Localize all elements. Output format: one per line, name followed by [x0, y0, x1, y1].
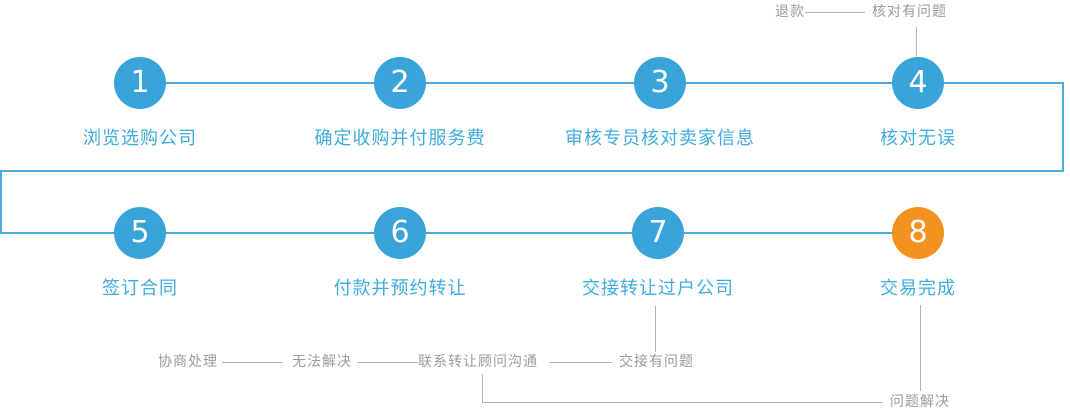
- connector-right-down-line: [1062, 82, 1064, 171]
- step-5: 5 签订合同: [10, 207, 270, 299]
- solved-bottom-line: [482, 402, 883, 403]
- negotiate-unsolvable-line: [222, 362, 283, 363]
- step-1-label: 浏览选购公司: [83, 128, 197, 149]
- step-2-circle: 2: [374, 57, 426, 109]
- contact-advisor-label: 联系转让顾问沟通: [418, 354, 538, 370]
- step8-to-problem-solved-line: [920, 305, 921, 391]
- step-2-label: 确定收购并付服务费: [314, 128, 486, 149]
- connector-row1-line: [140, 82, 1064, 84]
- connector-wrap-line: [0, 170, 1064, 172]
- step-7-label: 交接转让过户公司: [582, 278, 734, 299]
- refund-label: 退款: [775, 4, 805, 20]
- step-2: 2 确定收购并付服务费: [270, 57, 530, 149]
- step-7: 7 交接转让过户公司: [528, 207, 788, 299]
- unsolvable-contact-line: [357, 362, 418, 363]
- step-8-label: 交易完成: [880, 278, 956, 299]
- check-problem-to-step4-line: [916, 27, 917, 57]
- step-4-circle: 4: [892, 57, 944, 109]
- handover-problem-label: 交接有问题: [619, 354, 694, 370]
- step-6: 6 付款并预约转让: [270, 207, 530, 299]
- step-4-label: 核对无误: [880, 128, 956, 149]
- unsolvable-label: 无法解决: [292, 354, 352, 370]
- connector-left-down-line: [0, 170, 2, 233]
- step7-to-handover-problem-line: [655, 306, 656, 352]
- contact-handover-problem-line: [549, 362, 612, 363]
- step-3-label: 审核专员核对卖家信息: [565, 128, 755, 149]
- step-4: 4 核对无误: [788, 57, 1048, 149]
- step-3-circle: 3: [634, 57, 686, 109]
- step-7-circle: 7: [632, 207, 684, 259]
- step-5-circle: 5: [114, 207, 166, 259]
- problem-solved-label: 问题解决: [890, 394, 950, 410]
- connector-row2-line: [0, 232, 918, 234]
- step-3: 3 审核专员核对卖家信息: [530, 57, 790, 149]
- step-1-circle: 1: [114, 57, 166, 109]
- check-problem-label: 核对有问题: [872, 4, 947, 20]
- step-6-label: 付款并预约转让: [333, 278, 467, 299]
- step-8-circle: 8: [892, 207, 944, 259]
- negotiate-label: 协商处理: [158, 354, 218, 370]
- refund-branch-line: [805, 12, 865, 13]
- step-5-label: 签订合同: [102, 278, 178, 299]
- step-1: 1 浏览选购公司: [10, 57, 270, 149]
- step-6-circle: 6: [374, 207, 426, 259]
- step-8: 8 交易完成: [788, 207, 1048, 299]
- contact-down-line: [482, 374, 483, 403]
